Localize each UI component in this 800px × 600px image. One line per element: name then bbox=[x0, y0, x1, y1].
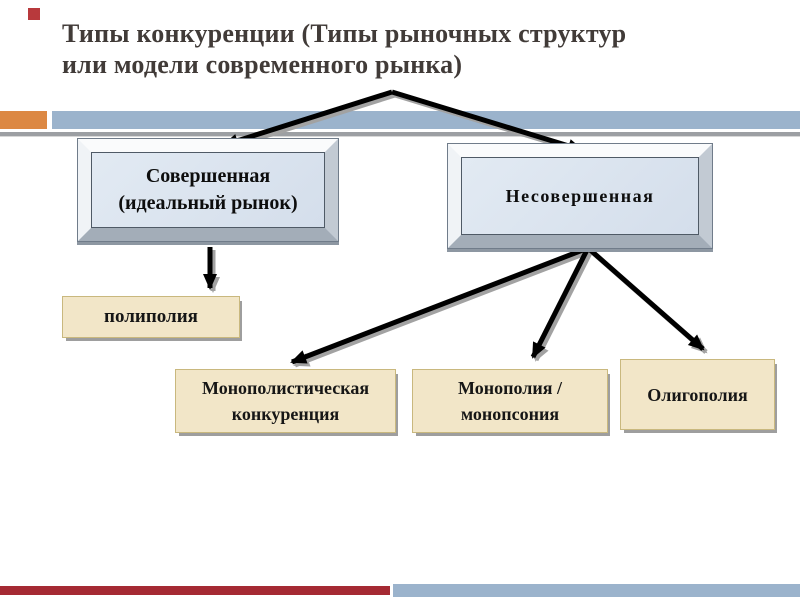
slide-title-line2: или модели современного рынка) bbox=[62, 50, 463, 79]
node-imperfect-label: Несовершенная bbox=[505, 185, 655, 206]
node-monopoly-label-line2: монопсония bbox=[460, 404, 560, 424]
node-monopoly-monopsony: Монополия / монопсония bbox=[412, 369, 608, 433]
arrow-imperfect-to-monopoly bbox=[530, 246, 591, 359]
node-polypoly-label: полиполия bbox=[104, 306, 198, 327]
node-polypoly: полиполия bbox=[62, 296, 240, 338]
node-perfect-label-line1: Совершенная bbox=[145, 165, 271, 187]
arrow-imperfect-to-monopolistic bbox=[290, 245, 589, 365]
decor-red-square bbox=[28, 8, 40, 20]
node-perfect-inner: Совершенная (идеальный рынок) bbox=[91, 152, 325, 228]
footer-blue-bar bbox=[393, 584, 800, 597]
node-perfect-label-line2: (идеальный рынок) bbox=[118, 192, 298, 214]
node-monopoly-label-line1: Монополия / bbox=[458, 378, 562, 398]
footer-red-bar bbox=[0, 586, 390, 595]
node-imperfect-inner: Несовершенная bbox=[461, 157, 699, 235]
bevel-frame bbox=[78, 139, 338, 241]
arrow-imperfect-to-oligopoly bbox=[586, 246, 705, 351]
node-oligopoly: Олигополия bbox=[620, 359, 775, 430]
header-band-blue bbox=[52, 111, 800, 129]
node-monopolistic-label-line2: конкуренция bbox=[231, 404, 340, 424]
node-perfect-competition: Совершенная (идеальный рынок) bbox=[77, 138, 339, 242]
node-imperfect-competition: Несовершенная bbox=[447, 143, 713, 249]
bevel-frame bbox=[448, 144, 712, 248]
header-band-orange bbox=[0, 111, 47, 129]
header-band-gray-rule bbox=[0, 132, 800, 137]
slide-title: Типы конкуренции (Типы рыночных структур… bbox=[62, 18, 702, 80]
slide-title-line1: Типы конкуренции (Типы рыночных структур bbox=[62, 19, 627, 48]
node-monopolistic-label-line1: Монополистическая bbox=[201, 378, 370, 398]
node-monopolistic-competition: Монополистическая конкуренция bbox=[175, 369, 396, 433]
node-oligopoly-label: Олигополия bbox=[647, 384, 748, 405]
